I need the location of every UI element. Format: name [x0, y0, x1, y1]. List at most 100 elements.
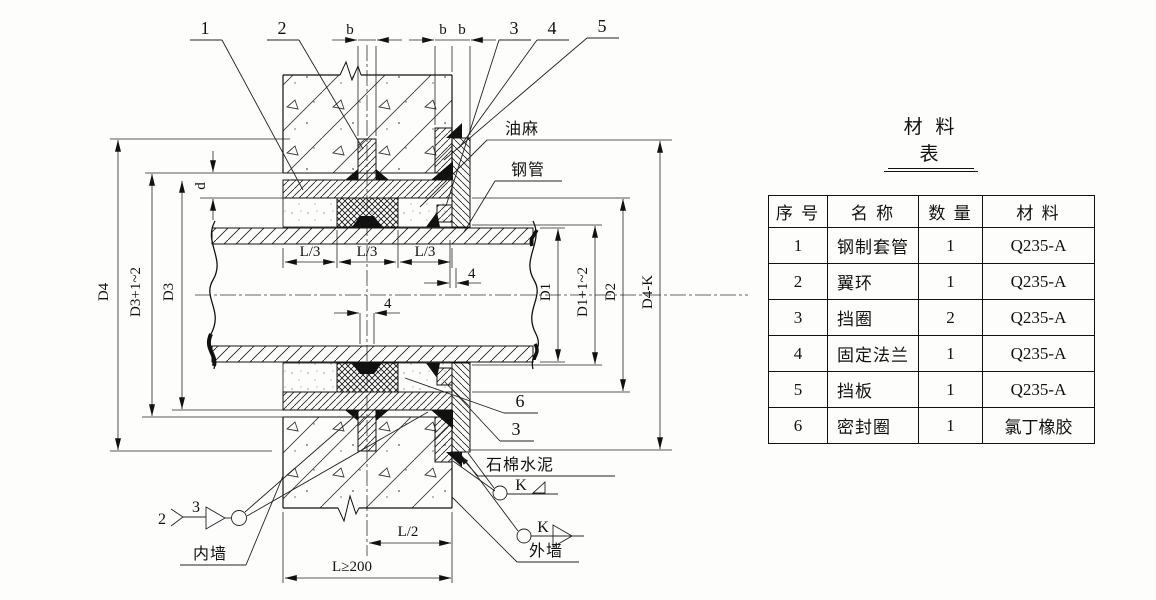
callout-3-side: 3: [512, 419, 521, 439]
cell-seq: 6: [768, 407, 828, 444]
cell-material: Q235-A: [982, 335, 1095, 372]
weld-k1-circle: [492, 485, 508, 501]
pipe-break-right-thick-top: [529, 229, 539, 247]
cell-qty: 1: [918, 263, 983, 300]
weld-retaining-upper: [426, 212, 440, 227]
cell-qty: 1: [918, 371, 983, 408]
centerlines: [195, 45, 748, 556]
seal-lip-lower: [352, 363, 382, 374]
weld-k1-label: K: [515, 477, 527, 494]
dim-l2-label: L/2: [398, 524, 419, 540]
pipe-break-left-thick: [206, 333, 217, 367]
table-row: 1 钢制套管 1 Q235-A: [768, 227, 1095, 264]
seal-lip-upper: [352, 216, 382, 227]
retaining-ring-upper: [436, 204, 453, 223]
callout-3-top: 3: [510, 18, 519, 38]
cell-name: 固定法兰: [827, 335, 919, 372]
cell-seq: 5: [768, 371, 828, 408]
weld-sleeve-end-lower: [431, 410, 453, 429]
callout-1: 1: [201, 18, 210, 38]
table-row: 2 翼环 1 Q235-A: [768, 263, 1095, 300]
cell-qty: 2: [918, 299, 983, 336]
wing-ring-upper: [357, 138, 377, 181]
weld-note-circle: [231, 510, 247, 526]
weld-wing-upper-right: [376, 169, 389, 180]
table-row: 6 密封圈 1 氯丁橡胶: [768, 407, 1095, 444]
weld-k2-triangle-icon: [552, 524, 573, 548]
dimensions-bottom: L/2 L≥200: [282, 512, 453, 583]
retaining-ring-lower: [436, 367, 453, 386]
sleeve-wall-lower: [282, 391, 453, 411]
steel-pipe: [206, 220, 539, 370]
cell-material: 氯丁橡胶: [982, 407, 1095, 444]
dimensions-inner: L/3 L/3 L/3 4 4: [282, 230, 481, 344]
weld-k2-circle: [516, 528, 532, 544]
weld-k1-triangle-icon: [531, 480, 546, 494]
label-steel-pipe: 钢管: [511, 161, 545, 179]
cell-name: 挡板: [827, 371, 919, 408]
callout-6: 6: [516, 391, 525, 411]
dim-d3-label: D3: [161, 283, 177, 301]
weld-symbols: 2 3 K K: [158, 411, 584, 548]
weld-wing-upper-left: [345, 169, 358, 180]
dimensions-top: b b b: [332, 22, 496, 136]
cell-seq: 2: [768, 263, 828, 300]
col-header-name: 名 称: [827, 195, 919, 228]
wall-break-top: [339, 60, 362, 82]
weld-wing-lower-right: [376, 410, 389, 421]
weld-retaining-lower: [426, 363, 440, 378]
part-callouts: 1 2 3 4 5 6 3: [190, 16, 619, 442]
callout-2: 2: [278, 18, 287, 38]
dim-lmin-label: L≥200: [332, 559, 372, 575]
pipe-wall-bottom: [211, 345, 534, 363]
cell-seq: 3: [768, 299, 828, 336]
label-inner-wall: 内墙: [193, 545, 227, 563]
col-header-material: 材 料: [982, 195, 1095, 228]
dim-b3-label: b: [458, 22, 466, 38]
dim-d1-tol-label: D1+1~2: [575, 267, 591, 317]
table-header-row: 序 号 名 称 数 量 材 料: [768, 195, 1095, 228]
cell-seq: 4: [768, 335, 828, 372]
wall-sections: [282, 60, 453, 523]
dim-l3-3-label: L/3: [415, 244, 436, 260]
dimensions-right: D1 D1+1~2 D2 D4-K: [468, 139, 672, 451]
dim-l3-1-label: L/3: [300, 244, 321, 260]
callout-4-top: 4: [548, 18, 557, 38]
fixing-flange-lower: [451, 362, 471, 453]
materials-table: 材 料 表 序 号 名 称 数 量 材 料 1 钢制套管 1 Q235-A 2 …: [768, 112, 1095, 444]
label-oakum: 油麻: [505, 120, 539, 138]
sleeve-assembly: [282, 123, 471, 467]
wing-ring-lower: [357, 409, 377, 452]
cell-name: 钢制套管: [827, 227, 919, 264]
cell-qty: 1: [918, 335, 983, 372]
materials-table-grid: 序 号 名 称 数 量 材 料 1 钢制套管 1 Q235-A 2 翼环 1 Q…: [768, 195, 1095, 444]
pipe-wall-top: [211, 227, 534, 245]
weld-wing-lower-left: [345, 410, 358, 421]
cell-material: Q235-A: [982, 263, 1095, 300]
weld-note-size: 3: [192, 499, 200, 516]
pipe-break-right-thick-bottom: [532, 343, 539, 361]
cell-qty: 1: [918, 227, 983, 264]
dim-d1-label: D1: [538, 283, 554, 301]
dim-b2-label: b: [439, 22, 447, 38]
col-header-seq: 序 号: [768, 195, 828, 228]
cell-material: Q235-A: [982, 299, 1095, 336]
label-outer-wall: 外墙: [529, 542, 563, 560]
dim-gap4-right-label: 4: [468, 266, 476, 282]
material-labels: 油麻 钢管 石棉水泥 内墙 外墙: [180, 120, 615, 566]
weld-k2-label: K: [537, 519, 549, 536]
cell-material: Q235-A: [982, 371, 1095, 408]
table-row: 4 固定法兰 1 Q235-A: [768, 335, 1095, 372]
weld-note-chevron: [170, 508, 184, 527]
weld-flange-top: [446, 123, 462, 138]
cell-seq: 1: [768, 227, 828, 264]
weld-note-prefix: 2: [158, 511, 166, 528]
dim-gap4-center-label: 4: [384, 296, 392, 312]
table-row: 5 挡板 1 Q235-A: [768, 371, 1095, 408]
dim-d-label: d: [193, 182, 209, 190]
cell-name: 挡圈: [827, 299, 919, 336]
dim-d3-tol-label: D3+1~2: [128, 267, 144, 317]
label-asbestos-cement: 石棉水泥: [486, 456, 554, 474]
dim-b1-label: b: [346, 22, 354, 38]
